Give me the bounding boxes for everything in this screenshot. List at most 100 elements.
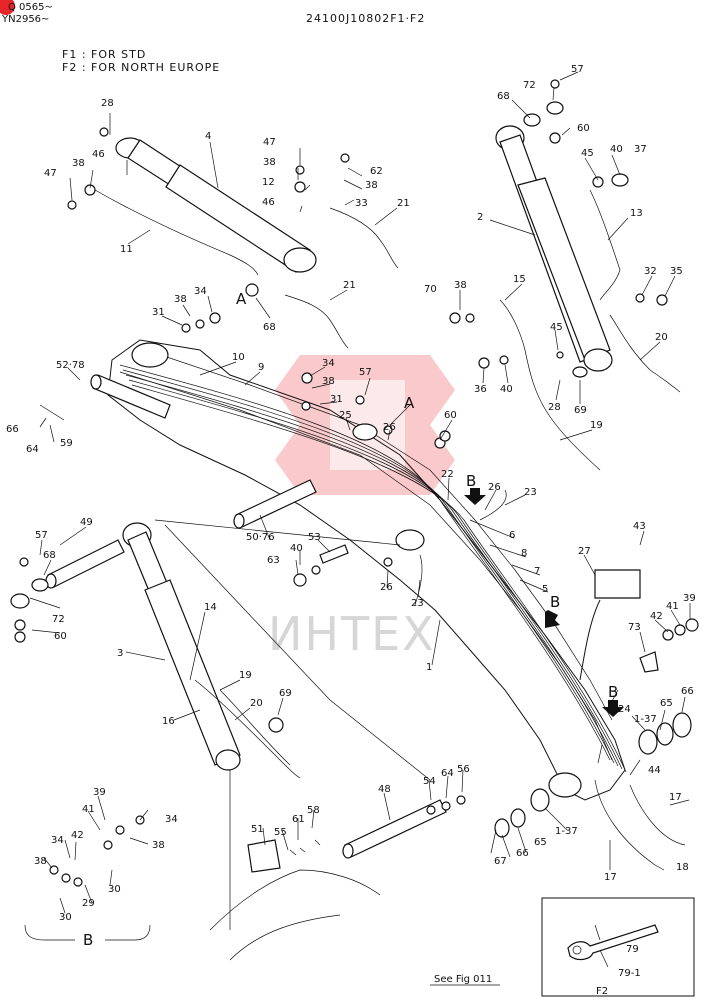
fittings [10, 79, 699, 887]
callout-label: 16 [162, 716, 175, 727]
callout-label: 34 [194, 286, 207, 297]
callout-label: 53 [308, 532, 321, 543]
watermark-text: ИНТЕХ [268, 607, 436, 661]
callout-label: 68 [497, 91, 510, 102]
callout-label: 14 [204, 602, 217, 613]
callout-label: 49 [80, 517, 93, 528]
callout-label: 50·76 [246, 532, 275, 543]
callout-label: 66 [6, 424, 19, 435]
callout-label: 31 [152, 307, 165, 318]
callout-label: 38 [72, 158, 85, 169]
callout-label: 38 [454, 280, 467, 291]
callout-label: 9 [258, 362, 264, 373]
callout-label: 41 [82, 804, 95, 815]
detail-label-b: B [550, 593, 560, 611]
callout-label: 42 [71, 830, 84, 841]
serial-range-2: YN2956~ [1, 14, 49, 25]
callout-label: 39 [683, 593, 696, 604]
callout-label: 41 [666, 601, 679, 612]
pin-48 [342, 799, 447, 859]
callout-label: 17 [669, 792, 682, 803]
callout-label: 2 [477, 212, 483, 223]
callout-label: 70 [424, 284, 437, 295]
callout-label: 38 [174, 294, 187, 305]
callout-label: 26 [383, 422, 396, 433]
callout-label: 62 [370, 166, 383, 177]
callout-labels: 28 4 47 46 38 47 38 12 46 62 38 33 21 11… [6, 64, 696, 979]
detail-label-b: B [466, 472, 476, 490]
arrow-down-icon [464, 488, 486, 505]
callout-label: 45 [581, 148, 594, 159]
callout-label: 61 [292, 814, 305, 825]
callout-label: 59 [60, 438, 73, 449]
arrow-down-icon [602, 700, 624, 717]
callout-label: 63 [267, 555, 280, 566]
callout-label: 66 [516, 848, 529, 859]
callout-label: 48 [378, 784, 391, 795]
callout-label: 1-37 [634, 714, 657, 725]
callout-label: 40 [610, 144, 623, 155]
callout-label: 20 [250, 698, 263, 709]
callout-label: 39 [93, 787, 106, 798]
callout-label: 68 [43, 550, 56, 561]
callout-label: 51 [251, 824, 264, 835]
detail-b-bracket [24, 924, 151, 941]
callout-label: 46 [92, 149, 105, 160]
callout-label: 21 [397, 198, 410, 209]
callout-label: 47 [44, 168, 57, 179]
detail-label-a: A [236, 290, 247, 308]
callout-label: 28 [548, 402, 561, 413]
callout-label: 38 [365, 180, 378, 191]
callout-label: 30 [108, 884, 121, 895]
callout-label: 26 [380, 582, 393, 593]
callout-label: 19 [590, 420, 603, 431]
callout-label: 60 [54, 631, 67, 642]
pin-50-76 [233, 479, 317, 529]
hoses [94, 189, 686, 866]
callout-label: 38 [34, 856, 47, 867]
arrow-down-icon [545, 610, 560, 628]
callout-label: 66 [681, 686, 694, 697]
callout-label: 10 [232, 352, 245, 363]
callout-label: 34 [165, 814, 178, 825]
callout-label: 7 [534, 566, 540, 577]
callout-label: 23 [411, 598, 424, 609]
callout-label: 55 [274, 827, 287, 838]
callout-label: 69 [574, 405, 587, 416]
callout-label: 56 [457, 764, 470, 775]
callout-label: 4 [205, 131, 211, 142]
callout-label: 34 [322, 358, 335, 369]
callout-label: 64 [26, 444, 39, 455]
callout-label: 28 [101, 98, 114, 109]
callout-label: 54 [423, 776, 436, 787]
legend-f2: F2 : FOR NORTH EUROPE [62, 61, 220, 74]
callout-label: 72 [523, 80, 536, 91]
boom-body [107, 339, 626, 801]
f2-detail-box [541, 897, 695, 997]
callout-label: 79 [626, 944, 639, 955]
callout-label: 42 [650, 611, 663, 622]
corner-marker-icon [0, 0, 15, 15]
callout-label: 32 [644, 266, 657, 277]
callout-label: 26 [488, 482, 501, 493]
callout-label: 19 [239, 670, 252, 681]
bracket-51 [209, 839, 381, 961]
callout-label: 72 [52, 614, 65, 625]
serial-range-1: Q 0565~ [8, 2, 53, 13]
callout-label: 33 [355, 198, 368, 209]
detail-b-arrows [464, 488, 624, 717]
callout-label: 29 [82, 898, 95, 909]
callout-label: 12 [262, 177, 275, 188]
callout-label: 31 [330, 394, 343, 405]
callout-label: 47 [263, 137, 276, 148]
callout-label: 38 [152, 840, 165, 851]
callout-label: 1 [426, 662, 432, 673]
callout-label: 44 [648, 765, 661, 776]
callout-label: 11 [120, 244, 133, 255]
callout-label: 24 [618, 704, 631, 715]
callout-label: 46 [262, 197, 275, 208]
callout-label: 37 [634, 144, 647, 155]
callout-label: 21 [343, 280, 356, 291]
callout-label: 13 [630, 208, 643, 219]
see-fig-reference: See Fig 011 [434, 974, 492, 985]
